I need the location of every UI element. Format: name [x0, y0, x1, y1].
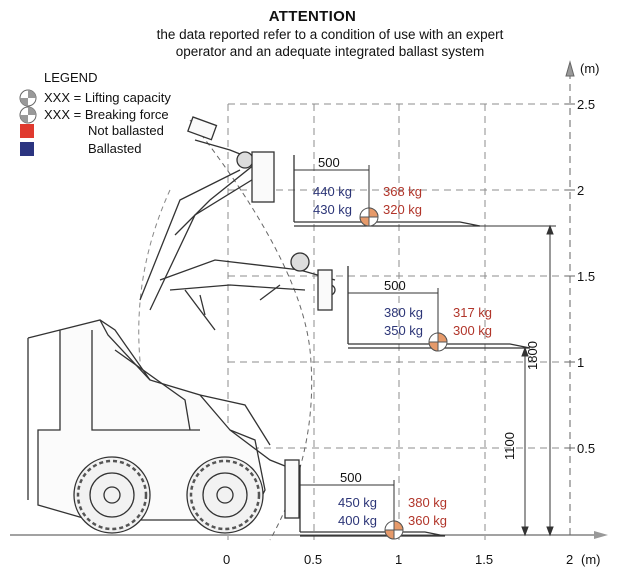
height-label-1100: 1100	[502, 432, 517, 460]
x-axis-unit: (m)	[581, 552, 601, 567]
y-axis	[565, 60, 575, 535]
attention-text-line-2: operator and an adequate integrated ball…	[175, 44, 485, 59]
skid-steer-machine	[27, 116, 336, 534]
attention-title: ATTENTION	[268, 8, 357, 25]
x-tick-1.5: 1.5	[475, 552, 494, 567]
height-dimension-lines	[480, 224, 556, 537]
x-tick-0: 0	[223, 552, 231, 567]
legend-item-lifting: XXX = Lifting capacity	[44, 90, 171, 106]
offset-label-top: 500	[318, 155, 340, 170]
y-tick-2: 2	[577, 183, 585, 198]
unballasted-lift-low: 380 kg	[408, 495, 448, 510]
offset-label-mid: 500	[384, 278, 406, 293]
unballasted-break-top: 320 kg	[383, 202, 423, 217]
legend-label-not-ballasted: Not ballasted	[88, 123, 164, 138]
x-tick-0.5: 0.5	[304, 552, 323, 567]
ballasted-lift-top: 440 kg	[313, 184, 353, 199]
unballasted-break-low: 360 kg	[408, 513, 448, 528]
y-tick-0.5: 0.5	[577, 441, 596, 456]
height-label-1800: 1800	[525, 341, 540, 370]
unballasted-lift-top: 368 kg	[383, 184, 423, 199]
x-tick-1: 1	[395, 552, 403, 567]
legend-marker-icons	[19, 89, 37, 124]
y-axis-unit: (m)	[580, 61, 600, 76]
offset-dimension-lines	[294, 165, 439, 521]
legend-symbol: XXX	[44, 90, 71, 105]
unballasted-break-mid: 300 kg	[453, 323, 493, 338]
legend-swatch-ballasted	[20, 142, 34, 156]
legend-symbol: XXX	[44, 107, 71, 122]
legend-label: = Breaking force	[73, 107, 169, 122]
ballasted-lift-mid: 380 kg	[384, 305, 424, 320]
legend-swatch-not-ballasted	[20, 124, 34, 138]
legend-label-ballasted: Ballasted	[88, 141, 142, 156]
y-tick-2.5: 2.5	[577, 97, 596, 112]
x-axis-arrow	[594, 531, 608, 539]
attention-text-line-1: the data reported refer to a condition o…	[156, 27, 504, 42]
legend-item-breaking: XXX = Breaking force	[44, 107, 169, 123]
reach-arc	[189, 119, 313, 541]
ballasted-lift-low: 450 kg	[338, 495, 378, 510]
unballasted-lift-mid: 317 kg	[453, 305, 493, 320]
y-tick-1: 1	[577, 355, 585, 370]
reach-arc-back	[138, 189, 171, 421]
grid-lines	[227, 103, 570, 540]
load-center-markers	[359, 207, 448, 540]
ballasted-break-low: 400 kg	[338, 513, 378, 528]
y-tick-1.5: 1.5	[577, 269, 596, 284]
ballasted-break-mid: 350 kg	[384, 323, 424, 338]
offset-label-low: 500	[340, 470, 362, 485]
legend-title: LEGEND	[44, 70, 98, 85]
legend-label: = Lifting capacity	[73, 90, 171, 105]
x-tick-2: 2	[566, 552, 574, 567]
ballasted-break-top: 430 kg	[313, 202, 353, 217]
